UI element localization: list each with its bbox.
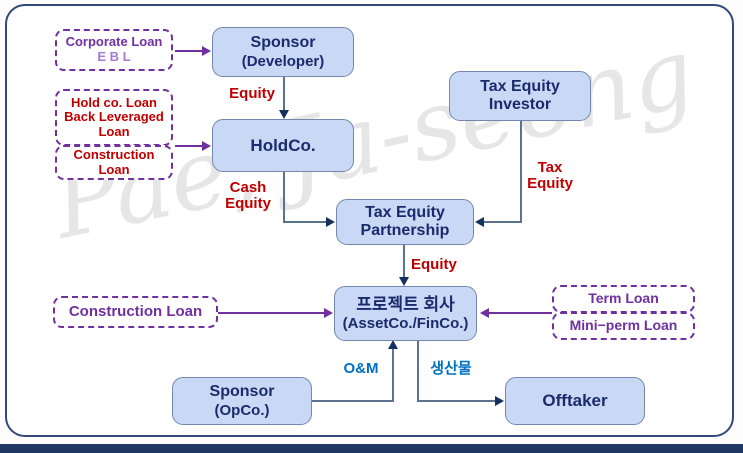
- arrow-investor-to-partnership-h: [484, 221, 522, 223]
- loan-label: Back Leveraged: [64, 109, 164, 125]
- arrowhead-right-icon: [202, 141, 211, 151]
- loan-label: Loan: [98, 123, 130, 139]
- arrow-term-loan-to-project: [489, 312, 552, 314]
- arrow-project-to-offtaker-h: [417, 400, 496, 402]
- node-label: Tax Equity: [480, 77, 560, 95]
- loanbox-holdco-loan: Hold co. Loan Back Leveraged Loan: [55, 89, 173, 146]
- arrowhead-left-icon: [475, 217, 484, 227]
- arrowhead-up-icon: [388, 340, 398, 349]
- edge-label-om: O&M: [343, 360, 379, 377]
- node-label: 프로젝트 회사: [356, 295, 455, 315]
- loanbox-term-loan: Term Loan: [552, 285, 695, 313]
- arrow-corporate-loan-to-sponsor: [175, 50, 203, 52]
- node-sponsor-developer: Sponsor (Developer): [212, 27, 354, 77]
- arrow-investor-to-partnership-v: [520, 121, 522, 223]
- node-label: Tax Equity: [365, 203, 445, 221]
- edge-label-line: Tax: [537, 159, 563, 176]
- arrow-partnership-to-project: [403, 245, 405, 279]
- loanbox-construction-loan-upper: Construction Loan: [55, 145, 173, 180]
- arrow-project-to-offtaker-v: [417, 341, 419, 402]
- arrow-holdco-to-partnership-v: [283, 172, 285, 222]
- node-sublabel: Partnership: [360, 222, 450, 239]
- loanbox-mini-perm-loan: Mini−perm Loan: [552, 312, 695, 340]
- loan-label: Corporate Loan: [65, 34, 163, 50]
- node-sponsor-opco: Sponsor (OpCo.): [172, 377, 312, 425]
- arrowhead-right-icon: [326, 217, 335, 227]
- edge-label-tax-equity: Tax Equity: [518, 160, 582, 192]
- loan-label: Loan: [98, 161, 130, 177]
- arrowhead-down-icon: [399, 277, 409, 286]
- arrow-sponsor-to-holdco: [283, 77, 285, 112]
- edge-label-output: 생산물: [430, 360, 472, 377]
- edge-label-line: Equity: [527, 175, 573, 192]
- node-tax-equity-investor: Tax Equity Investor: [449, 71, 591, 121]
- edge-label-equity-top: Equity: [229, 85, 275, 102]
- node-label: Sponsor: [250, 34, 316, 52]
- loan-label: Term Loan: [588, 290, 659, 307]
- arrow-holdco-loan-to-holdco: [175, 145, 203, 147]
- arrow-construction-loan-to-project: [218, 312, 325, 314]
- bottom-bar: [0, 444, 743, 453]
- node-sublabel: (AssetCo./FinCo.): [342, 314, 469, 332]
- node-label: Sponsor: [209, 383, 275, 401]
- loanbox-corporate-loan: Corporate Loan E B L: [55, 29, 173, 71]
- arrowhead-right-icon: [202, 46, 211, 56]
- arrow-opco-to-project-h: [312, 400, 394, 402]
- loan-label: Mini−perm Loan: [569, 317, 678, 334]
- loan-label: Construction: [73, 146, 155, 162]
- edge-label-line: Cash: [229, 179, 267, 196]
- loanbox-construction-loan-lower: Construction Loan: [53, 296, 218, 328]
- arrowhead-down-icon: [279, 110, 289, 119]
- arrowhead-right-icon: [495, 396, 504, 406]
- loan-label: Hold co. Loan: [71, 94, 157, 110]
- arrowhead-right-icon: [324, 308, 333, 318]
- arrow-opco-to-project-v: [392, 348, 394, 402]
- node-label: Offtaker: [542, 391, 608, 411]
- loan-sublabel: E B L: [97, 49, 131, 64]
- node-sublabel: (Developer): [241, 52, 325, 70]
- edge-label-cash-equity: Cash Equity: [212, 180, 284, 212]
- node-tax-equity-partnership: Tax Equity Partnership: [336, 199, 474, 245]
- arrow-holdco-to-partnership-h: [283, 221, 327, 223]
- edge-label-line: Equity: [225, 195, 271, 212]
- node-label: HoldCo.: [250, 135, 316, 155]
- node-holdco: HoldCo.: [212, 119, 354, 172]
- loan-label: Construction Loan: [68, 302, 203, 320]
- node-sublabel: (OpCo.): [214, 401, 270, 419]
- node-sublabel: Investor: [488, 96, 552, 113]
- node-project-company: 프로젝트 회사 (AssetCo./FinCo.): [334, 286, 477, 341]
- edge-label-equity-mid: Equity: [411, 256, 457, 273]
- arrowhead-left-icon: [480, 308, 489, 318]
- node-offtaker: Offtaker: [505, 377, 645, 425]
